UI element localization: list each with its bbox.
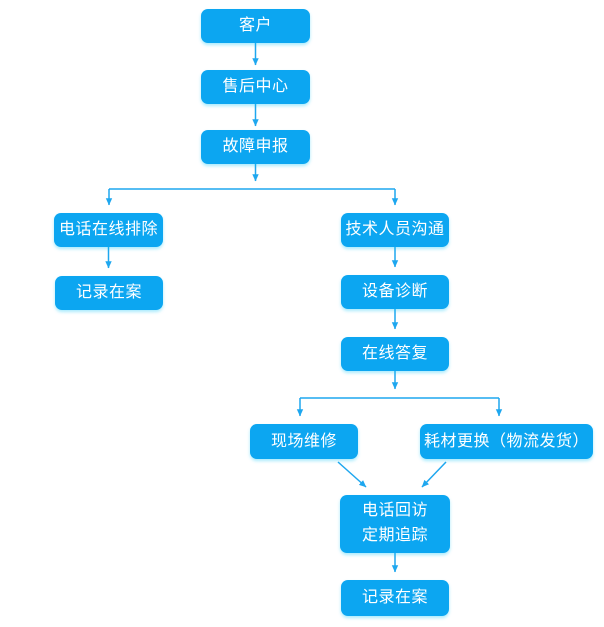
edge-consumable-followup	[421, 461, 447, 488]
node-online-reply: 在线答复	[341, 337, 449, 371]
node-customer: 客户	[201, 9, 310, 43]
node-fault-report: 故障申报	[201, 130, 310, 164]
edge-onsite-followup	[337, 461, 367, 488]
node-aftersales-center: 售后中心	[201, 70, 310, 104]
node-phone-troubleshoot: 电话在线排除	[54, 213, 163, 247]
node-record-bottom: 记录在案	[341, 580, 449, 616]
node-device-diagnosis: 设备诊断	[341, 275, 449, 309]
node-record-left: 记录在案	[55, 276, 163, 310]
node-consumable-replace: 耗材更换（物流发货）	[420, 424, 593, 459]
follow-up-line2: 定期追踪	[361, 527, 428, 544]
node-tech-communication: 技术人员沟通	[341, 213, 449, 247]
follow-up-line1: 电话回访	[361, 502, 428, 520]
node-follow-up: 电话回访 定期追踪	[340, 495, 450, 553]
node-onsite-repair: 现场维修	[250, 424, 358, 459]
